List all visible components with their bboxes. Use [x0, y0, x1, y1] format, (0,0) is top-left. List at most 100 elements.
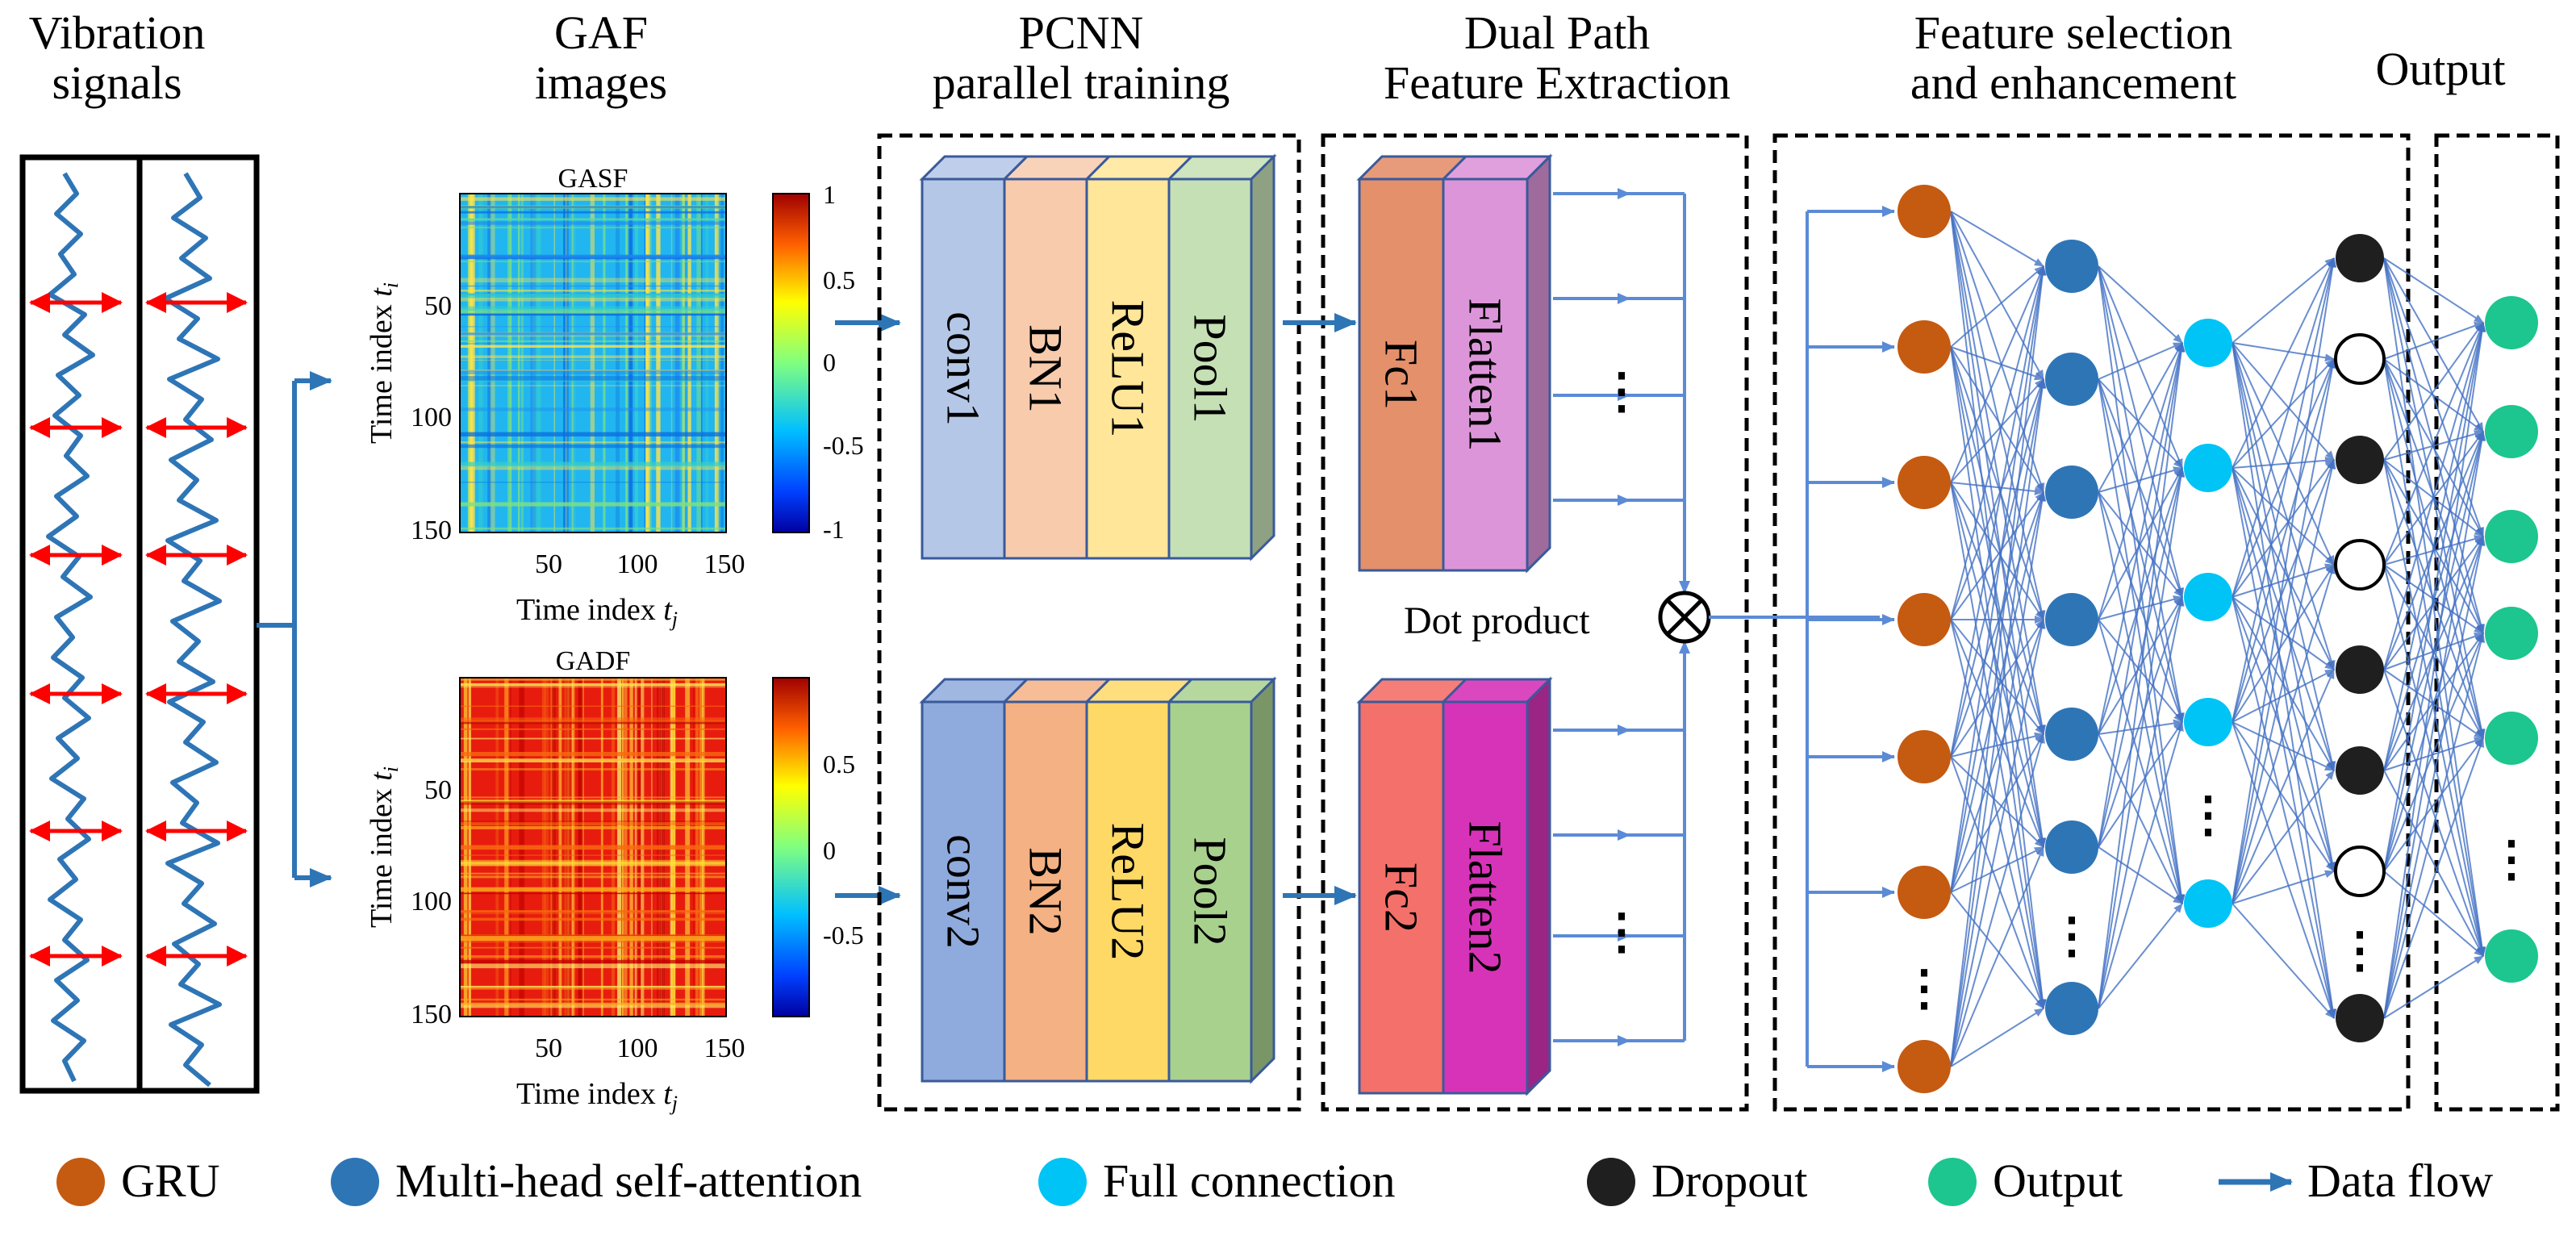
network-edge	[2232, 467, 2336, 872]
dual-block-side	[1526, 153, 1551, 574]
network-edge	[2098, 378, 2186, 904]
title-gaf-line2: images	[535, 56, 667, 109]
network-ellipsis: ⋮	[2487, 833, 2536, 886]
gadf-cbar-tick-1: 0.5	[823, 750, 855, 779]
title-dualpath-line1: Dual Path	[1464, 6, 1650, 59]
network-edge	[1950, 265, 2047, 893]
full-connection-node	[2184, 573, 2232, 621]
network-edge	[1950, 491, 2046, 893]
gasf-cbar-tick-2: 0.5	[823, 265, 855, 294]
pcnn-block-label: Pool2	[1184, 837, 1237, 946]
gadf-y-label: Time index ti	[365, 766, 403, 928]
pcnn-block-label: BN2	[1020, 847, 1072, 936]
vibration-signal-1	[46, 172, 95, 1083]
network-edge	[2098, 903, 2183, 1009]
legend: GRU Multi-head self-attention Full conne…	[56, 1155, 2493, 1207]
network-ellipsis: ⋮	[2184, 788, 2232, 841]
gru-node	[1898, 866, 1951, 919]
network-edge	[2383, 431, 2486, 1019]
gadf-xtick-100: 100	[617, 1033, 658, 1063]
legend-dropout-label: Dropout	[1651, 1155, 1807, 1207]
network-edge	[2383, 536, 2486, 1019]
gasf-xtick-150: 150	[704, 549, 745, 579]
network-edge	[2232, 342, 2336, 872]
full-connection-node	[2184, 444, 2232, 492]
network-edge	[2232, 467, 2336, 771]
network-edge	[2383, 257, 2484, 432]
network-edge	[1950, 265, 2046, 758]
dual-block-flatten2	[1442, 700, 1529, 1095]
dual-block-side	[1526, 676, 1551, 1096]
network-edge	[1950, 211, 2047, 735]
pcnn-block-label: ReLU1	[1102, 300, 1154, 438]
dual-ellipsis: ⋮	[1597, 365, 1646, 418]
network-edge	[1950, 491, 2045, 758]
gasf-image	[460, 194, 726, 532]
dropout-node	[2336, 234, 2384, 282]
network-edge	[1950, 265, 2047, 1067]
network-edge	[2098, 342, 2186, 848]
network-edge	[2383, 633, 2484, 872]
pcnn-block-conv2	[921, 700, 1006, 1083]
network-edge	[2232, 257, 2335, 344]
output-node	[2485, 929, 2538, 983]
gasf-cbar-tick-3: 0	[823, 348, 836, 377]
network-edge	[2098, 595, 2183, 620]
gadf-ytick-50: 50	[424, 775, 452, 805]
pcnn-block-label: ReLU2	[1102, 823, 1154, 961]
gasf-ytick-150: 150	[411, 516, 452, 545]
network-edge	[2232, 721, 2336, 1019]
dualpath-panel-border	[1321, 133, 1749, 1112]
network-edge	[2098, 342, 2183, 380]
legend-full-connection-label: Full connection	[1103, 1155, 1395, 1207]
network-edge	[2098, 467, 2185, 848]
network-edge	[2383, 358, 2486, 957]
network-edge	[1950, 619, 2044, 848]
network-edge	[2383, 737, 2484, 872]
gadf-image	[460, 678, 726, 1017]
dropout-node	[2336, 994, 2384, 1042]
pcnn-block-relu2	[1085, 700, 1171, 1083]
network-edge	[2232, 467, 2335, 670]
network-edge	[1950, 346, 2046, 848]
network-edge	[2232, 459, 2336, 904]
network-edge	[1950, 378, 2044, 620]
network-edge	[2232, 342, 2335, 461]
title-output: Output	[2375, 43, 2505, 95]
network-edge	[2098, 342, 2183, 493]
legend-full-connection-marker	[1038, 1158, 1087, 1206]
network-edge	[1950, 346, 2045, 620]
gadf-xtick-150: 150	[704, 1033, 745, 1063]
full-connection-node	[2184, 879, 2232, 928]
network-edge	[2383, 459, 2486, 957]
network-edge	[2232, 342, 2336, 670]
network-ellipsis: ⋮	[1900, 962, 1948, 1015]
attention-node	[2045, 466, 2098, 519]
network-edge	[2232, 257, 2335, 469]
gru-node	[1898, 185, 1951, 238]
feature-panel-border	[1772, 133, 2411, 1112]
network-edge	[2232, 358, 2335, 469]
title-gaf-line1: GAF	[554, 6, 648, 59]
network-edge	[2232, 669, 2335, 723]
dual-path-output-lines: ⋮⋮	[1553, 188, 1690, 1046]
full-connection-node	[2184, 319, 2232, 367]
gasf-ytick-100: 100	[411, 403, 452, 432]
gru-node	[1898, 730, 1951, 783]
gasf-ytick-50: 50	[424, 291, 452, 321]
network-edge	[1950, 846, 2044, 893]
output-node	[2485, 510, 2538, 563]
network-edge	[2098, 467, 2184, 735]
pcnn-block-side	[1250, 676, 1275, 1084]
network-edge	[2098, 491, 2185, 904]
dropout-node	[2336, 746, 2384, 795]
gaf-images-panel: GASF Time index ti 50 100 150 50 100 150…	[365, 164, 864, 1115]
network-edge	[2232, 459, 2335, 723]
network-edge	[1950, 619, 2045, 893]
attention-node	[2045, 240, 2098, 293]
network-edge	[2232, 669, 2335, 904]
network-edge	[1950, 619, 2046, 1067]
